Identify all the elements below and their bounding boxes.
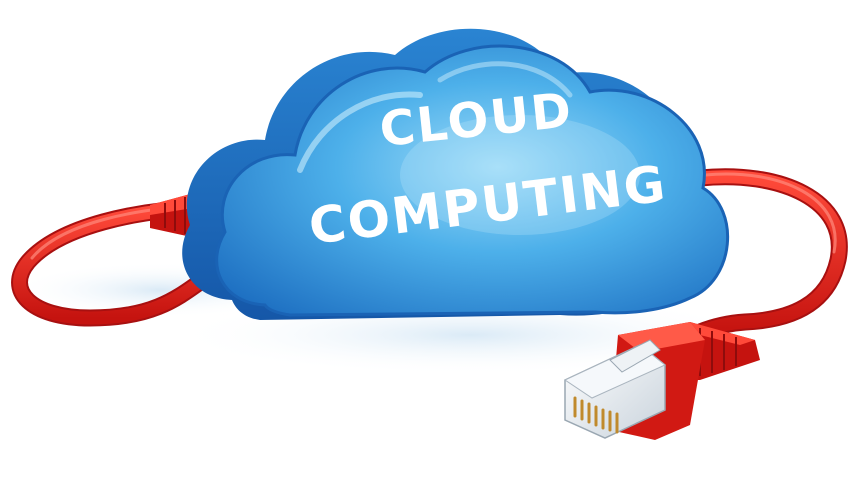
cloud-glow (400, 115, 640, 235)
cloud-highlight (437, 61, 573, 98)
cloud-highlight (297, 91, 423, 173)
rj45-plug-icon (563, 322, 760, 440)
